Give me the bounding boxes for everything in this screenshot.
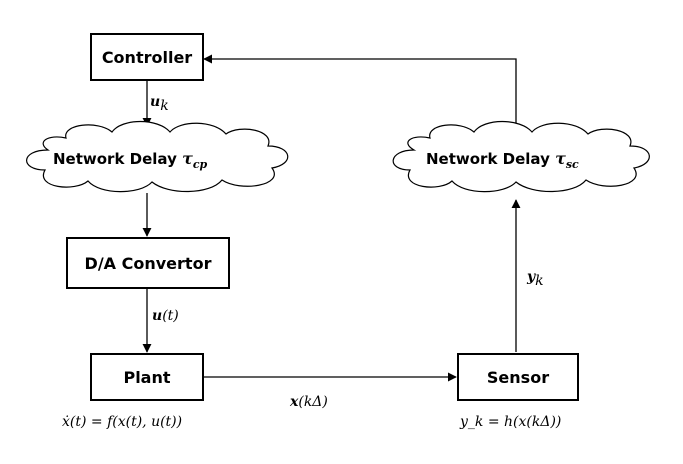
signal-u-k: uk (150, 94, 169, 114)
plant-block: Plant (90, 353, 204, 401)
network-delay-sc-label: Network Delay τsc (426, 149, 579, 171)
signal-u-t: u(t) (152, 308, 179, 324)
network-delay-cp-cloud: Network Delay τcp (26, 121, 289, 193)
plant-label: Plant (123, 368, 170, 387)
tau-sc-symbol: τ (555, 149, 566, 168)
da-convertor-block: D/A Convertor (66, 237, 230, 289)
sensor-block: Sensor (457, 353, 579, 401)
signal-x-kdelta: x(kΔ) (289, 394, 328, 410)
network-delay-sc-cloud: Network Delay τsc (392, 121, 650, 193)
sensor-label: Sensor (487, 368, 549, 387)
sensor-equation: y_k = h(x(kΔ)) (459, 414, 561, 430)
plant-equation: ẋ(t) = f(x(t), u(t)) (62, 414, 182, 430)
da-convertor-label: D/A Convertor (85, 254, 212, 273)
signal-y-k: yk (526, 269, 544, 289)
network-delay-cp-label: Network Delay τcp (53, 149, 208, 171)
controller-label: Controller (102, 48, 192, 67)
tau-cp-symbol: τ (182, 149, 193, 168)
controller-block: Controller (90, 33, 204, 81)
arrow-right-cloud-to-controller (203, 54, 517, 128)
